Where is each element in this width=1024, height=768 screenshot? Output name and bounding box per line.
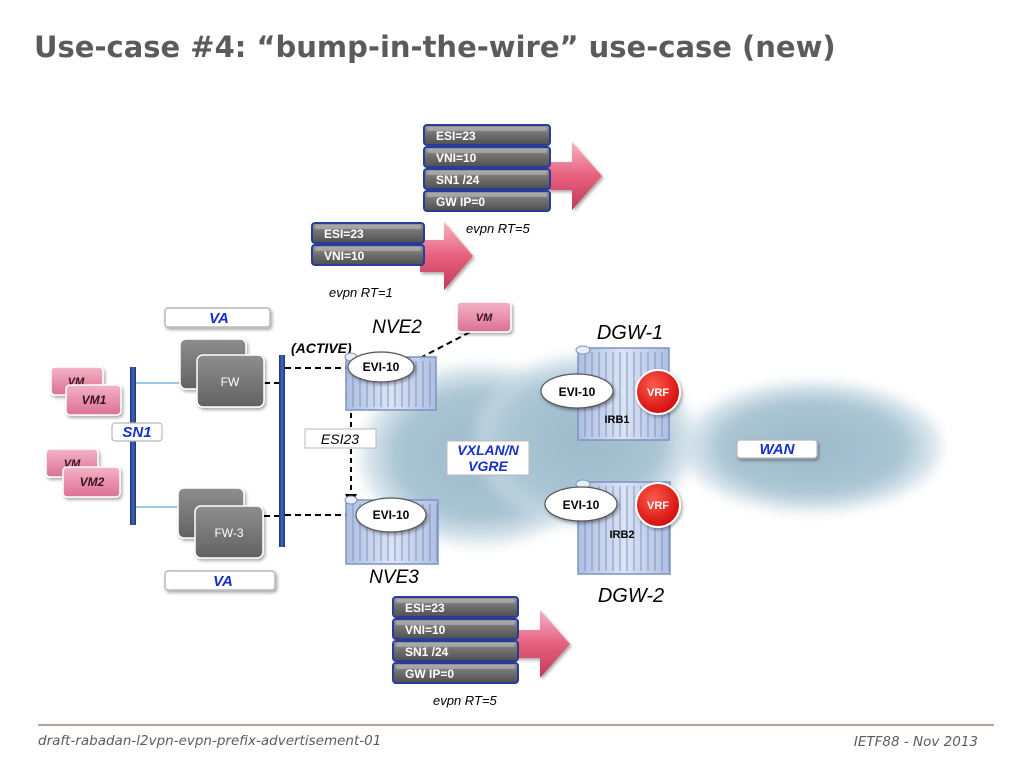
svg-text:EVI-10: EVI-10	[563, 498, 600, 512]
route-row-text: ESI=23	[436, 129, 476, 143]
route-top-label: evpn RT=5	[466, 221, 530, 236]
va-top-label: VA	[164, 307, 271, 328]
svg-text:VM1: VM1	[82, 393, 107, 407]
nve3-evi: EVI-10	[355, 497, 427, 533]
dgw2-vrf: VRF	[635, 482, 681, 528]
route-mid-arrow	[420, 222, 473, 290]
route-bottom-label: evpn RT=5	[433, 693, 497, 708]
dgw2-evi: EVI-10	[544, 486, 618, 522]
route-bottom-row: ESI=23	[392, 596, 519, 618]
svg-text:VRF: VRF	[647, 387, 669, 399]
svg-text:EVI-10: EVI-10	[373, 508, 410, 522]
page-title: Use-case #4: “bump-in-the-wire” use-case…	[34, 30, 836, 64]
footer-event: IETF88 - Nov 2013	[853, 734, 978, 750]
route-top-row: SN1 /24	[423, 168, 551, 190]
svg-text:VM2: VM2	[80, 475, 105, 489]
sn1-bar	[130, 367, 136, 525]
svg-text:FW: FW	[221, 375, 240, 389]
sn1-label: SN1	[111, 422, 163, 442]
nve3-name: NVE3	[369, 567, 419, 588]
route-row-text: VNI=10	[324, 249, 365, 263]
svg-text:VRF: VRF	[647, 500, 669, 512]
dgw2-irb: IRB2	[609, 529, 634, 541]
vm-group-1: VM VM1	[50, 366, 122, 416]
route-top-row: GW IP=0	[423, 190, 551, 212]
svg-text:EVI-10: EVI-10	[363, 360, 400, 374]
esi23-label: ESI23	[304, 428, 377, 449]
svg-text:VM: VM	[476, 312, 493, 324]
route-row-text: VNI=10	[405, 623, 446, 637]
dgw1-evi: EVI-10	[540, 373, 614, 409]
route-row-text: GW IP=0	[436, 195, 485, 209]
fw-bottom: FW-3	[177, 487, 264, 559]
svg-text:ESI23: ESI23	[321, 431, 359, 447]
route-mid-row: VNI=10	[311, 244, 425, 266]
dgw1-name: DGW-1	[597, 322, 663, 344]
footer-divider	[38, 724, 994, 726]
route-bottom-row: VNI=10	[392, 618, 519, 640]
route-mid-label: evpn RT=1	[329, 285, 393, 300]
svg-text:WAN: WAN	[760, 441, 796, 458]
svg-text:SN1: SN1	[122, 424, 151, 441]
route-row-text: ESI=23	[324, 227, 364, 241]
route-top-row: VNI=10	[423, 146, 551, 168]
route-row-text: GW IP=0	[405, 667, 454, 681]
route-row-text: SN1 /24	[405, 645, 449, 659]
vm-group-2: VM VM2	[45, 448, 121, 498]
fw-top: FW	[179, 338, 265, 408]
footer-draft-name: draft-rabadan-l2vpn-evpn-prefix-advertis…	[38, 733, 382, 749]
va-bottom-label: VA	[164, 570, 276, 591]
route-row-text: VNI=10	[436, 151, 477, 165]
route-top-arrow	[548, 142, 602, 210]
route-top-row: ESI=23	[423, 124, 551, 146]
nve2-name: NVE2	[372, 317, 422, 338]
dgw2-name: DGW-2	[598, 585, 664, 607]
va-bar	[279, 355, 285, 547]
svg-text:EVI-10: EVI-10	[559, 385, 596, 399]
route-mid-row: ESI=23	[311, 222, 425, 244]
nve2-evi: EVI-10	[347, 351, 415, 383]
route-bottom-arrow	[516, 610, 570, 678]
active-label: (ACTIVE)	[291, 340, 352, 356]
svg-text:VA: VA	[213, 573, 233, 590]
dgw1-irb: IRB1	[604, 414, 629, 426]
route-bottom-row: SN1 /24	[392, 640, 519, 662]
svg-text:FW-3: FW-3	[214, 526, 243, 540]
route-row-text: SN1 /24	[436, 173, 480, 187]
route-bottom-row: GW IP=0	[392, 662, 519, 684]
wan-label: WAN	[736, 439, 818, 459]
vm-top: VM	[456, 301, 512, 333]
svg-text:VA: VA	[209, 310, 229, 327]
dgw1-vrf: VRF	[635, 369, 681, 415]
route-row-text: ESI=23	[405, 601, 445, 615]
